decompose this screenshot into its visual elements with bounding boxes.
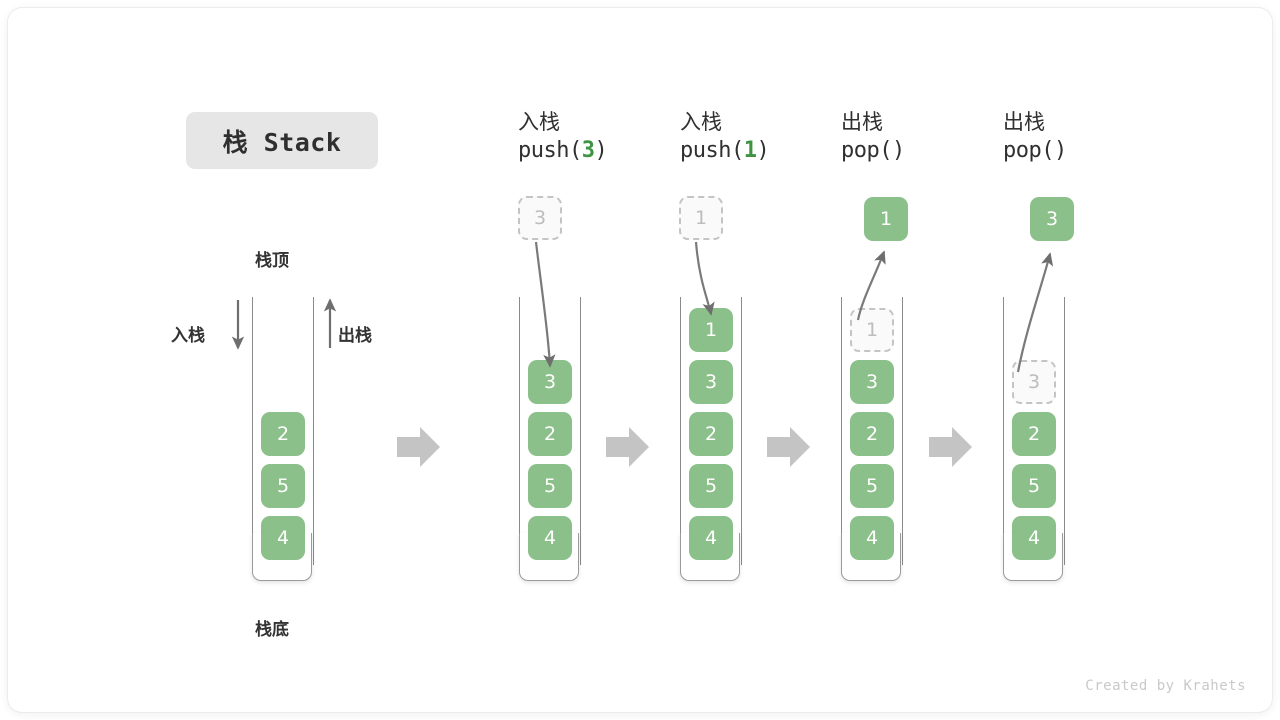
code-suffix: ) xyxy=(756,138,770,163)
code-arg: 3 xyxy=(581,138,595,163)
stack-element: 5 xyxy=(1012,464,1056,508)
stack-wall-right xyxy=(1064,297,1065,565)
stack-element: 2 xyxy=(689,412,733,456)
column-header-push-1: 入栈 push(1) xyxy=(680,108,770,166)
stack-top-label: 栈顶 xyxy=(255,251,289,271)
code-prefix: push( xyxy=(680,138,744,163)
column-header-cn: 出栈 xyxy=(1003,110,1045,134)
stack-element: 3 xyxy=(850,360,894,404)
column-header-pop-1: 出栈 pop() xyxy=(841,108,905,166)
stack-wall-left xyxy=(1003,297,1004,565)
stack-element: 4 xyxy=(689,516,733,560)
incoming-ghost-box-3: 3 xyxy=(518,196,562,240)
stack-items-push-1: 1 3 2 5 4 xyxy=(680,308,742,560)
column-header-code: push(3) xyxy=(518,136,608,166)
stack-wall-left xyxy=(680,297,681,565)
stack-items-pop-3: 3 2 5 4 xyxy=(1003,360,1065,560)
column-header-cn: 入栈 xyxy=(518,110,560,134)
stack-element: 2 xyxy=(850,412,894,456)
stack-element: 3 xyxy=(528,360,572,404)
stack-items-push-3: 3 2 5 4 xyxy=(519,360,581,560)
code-arg: 1 xyxy=(743,138,757,163)
stack-element: 4 xyxy=(261,516,305,560)
stack-wall-right xyxy=(741,297,742,565)
stack-wall-right xyxy=(580,297,581,565)
stack-element: 4 xyxy=(1012,516,1056,560)
title-badge: 栈 Stack xyxy=(186,112,378,169)
leaving-ghost-box: 3 xyxy=(1012,360,1056,404)
stack-container-push-1: 1 3 2 5 4 xyxy=(680,297,742,582)
column-header-push-3: 入栈 push(3) xyxy=(518,108,608,166)
stack-element: 5 xyxy=(528,464,572,508)
stack-wall-left xyxy=(841,297,842,565)
column-header-code: push(1) xyxy=(680,136,770,166)
code-prefix: push( xyxy=(518,138,582,163)
stack-element: 4 xyxy=(528,516,572,560)
stack-container-pop-3: 3 2 5 4 xyxy=(1003,297,1065,582)
column-header-cn: 出栈 xyxy=(841,110,883,134)
column-header-cn: 入栈 xyxy=(680,110,722,134)
stack-items-pop-1: 1 3 2 5 4 xyxy=(841,308,903,560)
stack-element: 2 xyxy=(528,412,572,456)
popped-box-3: 3 xyxy=(1030,197,1074,241)
column-header-code: pop() xyxy=(841,136,905,166)
stack-wall-right xyxy=(902,297,903,565)
code-suffix: ) xyxy=(594,138,608,163)
code-suffix: ) xyxy=(891,138,905,163)
stack-bottom-label: 栈底 xyxy=(255,620,289,640)
stack-element: 3 xyxy=(689,360,733,404)
stack-container-initial: 2 5 4 xyxy=(252,297,314,582)
credit-text: Created by Krahets xyxy=(1085,678,1246,694)
stack-container-pop-1: 1 3 2 5 4 xyxy=(841,297,903,582)
stack-wall-left xyxy=(252,297,253,565)
stack-element: 5 xyxy=(261,464,305,508)
push-side-label: 入栈 xyxy=(171,326,205,346)
popped-box-1: 1 xyxy=(864,197,908,241)
stack-element: 5 xyxy=(689,464,733,508)
stack-wall-right xyxy=(313,297,314,565)
leaving-ghost-box: 1 xyxy=(850,308,894,352)
stack-element: 5 xyxy=(850,464,894,508)
stack-items-initial: 2 5 4 xyxy=(252,412,314,560)
incoming-ghost-box-1: 1 xyxy=(679,196,723,240)
stack-element: 2 xyxy=(1012,412,1056,456)
stack-element: 4 xyxy=(850,516,894,560)
stack-container-push-3: 3 2 5 4 xyxy=(519,297,581,582)
stack-wall-left xyxy=(519,297,520,565)
code-suffix: ) xyxy=(1053,138,1067,163)
pop-side-label: 出栈 xyxy=(338,326,372,346)
code-prefix: pop( xyxy=(1003,138,1054,163)
column-header-pop-3: 出栈 pop() xyxy=(1003,108,1067,166)
column-header-code: pop() xyxy=(1003,136,1067,166)
stack-element: 1 xyxy=(689,308,733,352)
stack-element: 2 xyxy=(261,412,305,456)
code-prefix: pop( xyxy=(841,138,892,163)
